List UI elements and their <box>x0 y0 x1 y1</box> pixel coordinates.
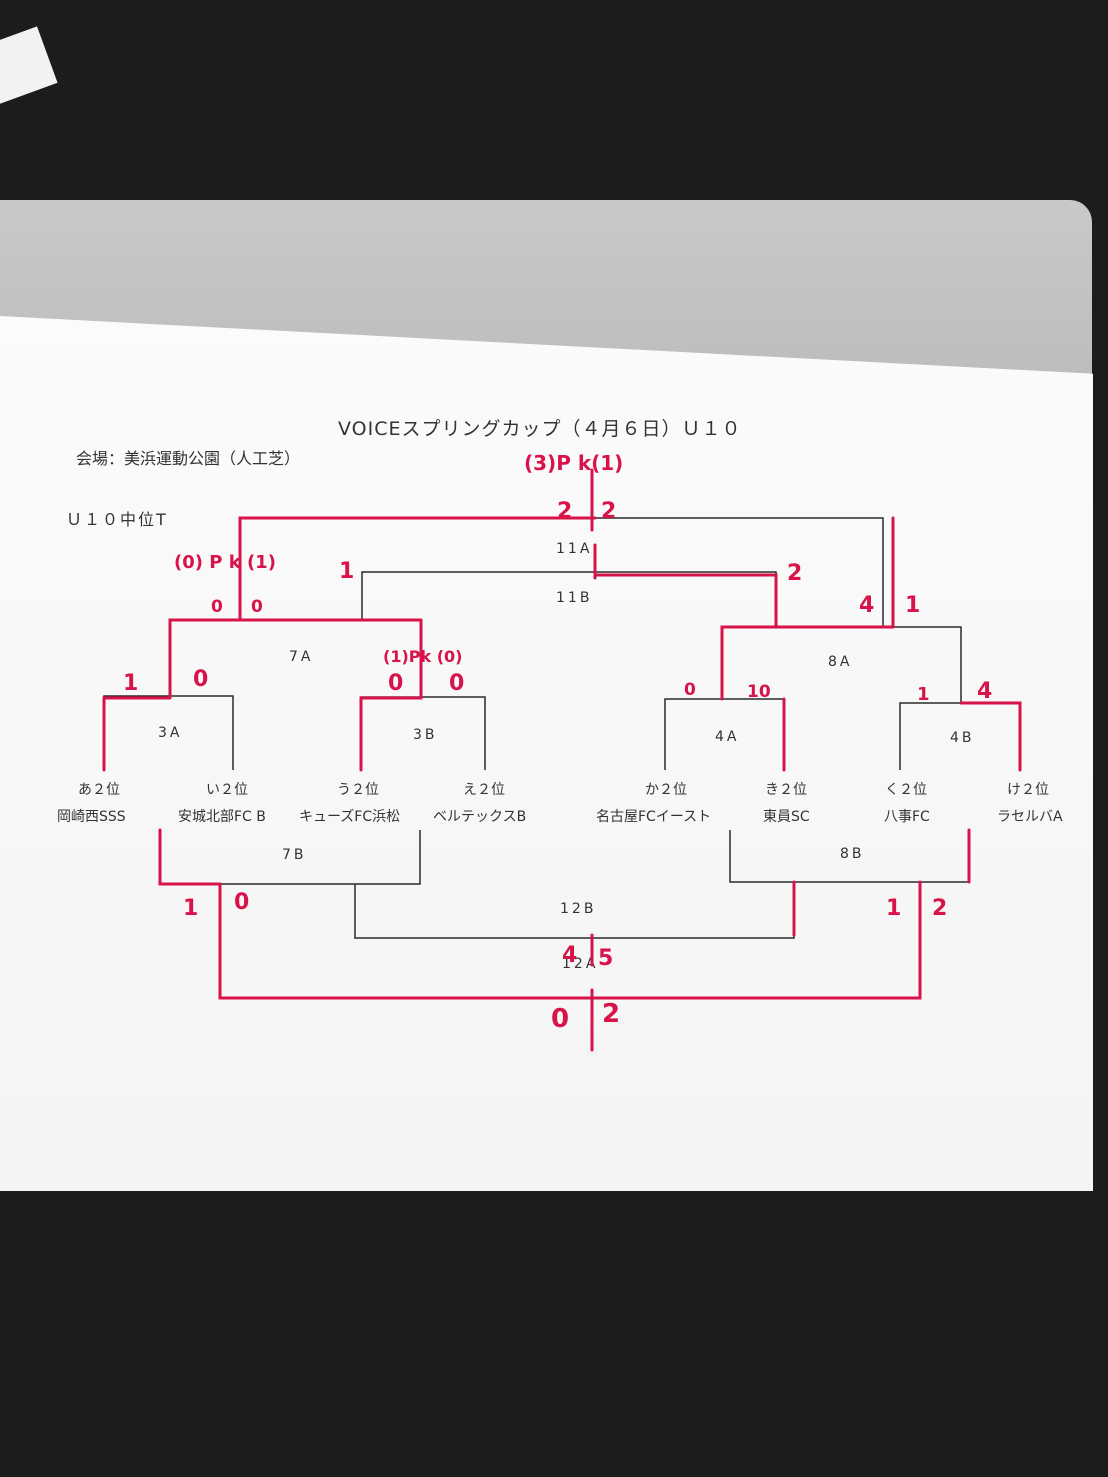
team-name: ベルテックスB <box>433 809 527 825</box>
score-8b-right: 2 <box>932 896 947 921</box>
score-12b-left: 4 <box>562 943 577 968</box>
team-slot: え２位 <box>463 782 505 798</box>
score-8a-right: 1 <box>905 593 920 618</box>
score-11b-right: 2 <box>787 561 802 586</box>
score-7a-pk: (0) P k (1) <box>174 552 276 573</box>
score-3b-right: 0 <box>449 671 464 696</box>
score-12a-right: 2 <box>602 999 620 1029</box>
score-7b-left: 1 <box>183 896 198 921</box>
match-label-8a: 8A <box>828 654 853 670</box>
match-label-4b: 4B <box>950 730 975 746</box>
score-4a-left: 0 <box>684 680 696 700</box>
score-3b-left: 0 <box>388 671 403 696</box>
match-label-3a: 3A <box>158 725 183 741</box>
team-name: キューズFC浜松 <box>299 809 401 825</box>
section-label: Ｕ１０中位T <box>66 510 168 529</box>
match-label-11a: 11A <box>556 541 593 557</box>
team-name: 岡崎西SSS <box>57 809 126 825</box>
team-slot: く２位 <box>885 782 927 798</box>
match-label-7a: 7A <box>289 649 314 665</box>
bracket-sheet <box>0 316 1093 1191</box>
team-slot: け２位 <box>1007 782 1049 798</box>
score-8a-left: 4 <box>859 593 874 618</box>
team-slot: い２位 <box>206 782 248 798</box>
score-7a-right: 0 <box>251 597 263 617</box>
score-11a-right: 2 <box>601 499 616 524</box>
team-slot: か２位 <box>645 782 687 798</box>
match-label-12a: 12A <box>562 956 599 972</box>
score-3b-pk: (1)Pk (0) <box>383 647 462 666</box>
score-8b-left: 1 <box>886 896 901 921</box>
score-12a-left: 0 <box>551 1004 569 1034</box>
venue-label: 会場：美浜運動公園（人工芝） <box>76 449 301 468</box>
score-4a-right: 10 <box>747 682 771 702</box>
score-4b-right: 4 <box>977 679 992 704</box>
match-label-3b: 3B <box>413 727 438 743</box>
team-slot: き２位 <box>765 782 807 798</box>
score-4b-left: 1 <box>917 684 930 705</box>
match-label-7b: 7B <box>282 847 307 863</box>
team-name: 安城北部FC B <box>178 809 266 825</box>
team-name: 名古屋FCイースト <box>596 809 712 825</box>
match-label-12b: 12B <box>560 901 597 917</box>
team-name: 八事FC <box>884 809 930 825</box>
score-11a-left: 2 <box>557 499 572 524</box>
match-label-8b: 8B <box>840 846 865 862</box>
handwritten-scores: 1 0 0 0 (1)Pk (0) 0 0 (0) P k (1) 1 2 2 … <box>123 451 992 1034</box>
score-7b-right: 0 <box>234 890 249 915</box>
team-slot: あ２位 <box>78 782 120 798</box>
team-slot: う２位 <box>337 782 379 798</box>
team-name: 東員SC <box>763 809 810 825</box>
winner-path-marks <box>102 468 1022 1052</box>
score-11b-left: 1 <box>339 559 354 584</box>
match-label-11b: 11B <box>556 590 593 606</box>
score-12b-right: 5 <box>598 946 613 971</box>
score-11a-pk: (3)P k(1) <box>524 451 623 475</box>
match-label-4a: 4A <box>715 729 740 745</box>
score-3a-right: 0 <box>193 667 208 692</box>
score-3a-left: 1 <box>123 671 138 696</box>
score-7a-left: 0 <box>211 597 223 617</box>
team-name: ラセルバA <box>997 809 1063 825</box>
sheet-title: VOICEスプリングカップ（４月６日）Ｕ１０ <box>338 418 742 440</box>
